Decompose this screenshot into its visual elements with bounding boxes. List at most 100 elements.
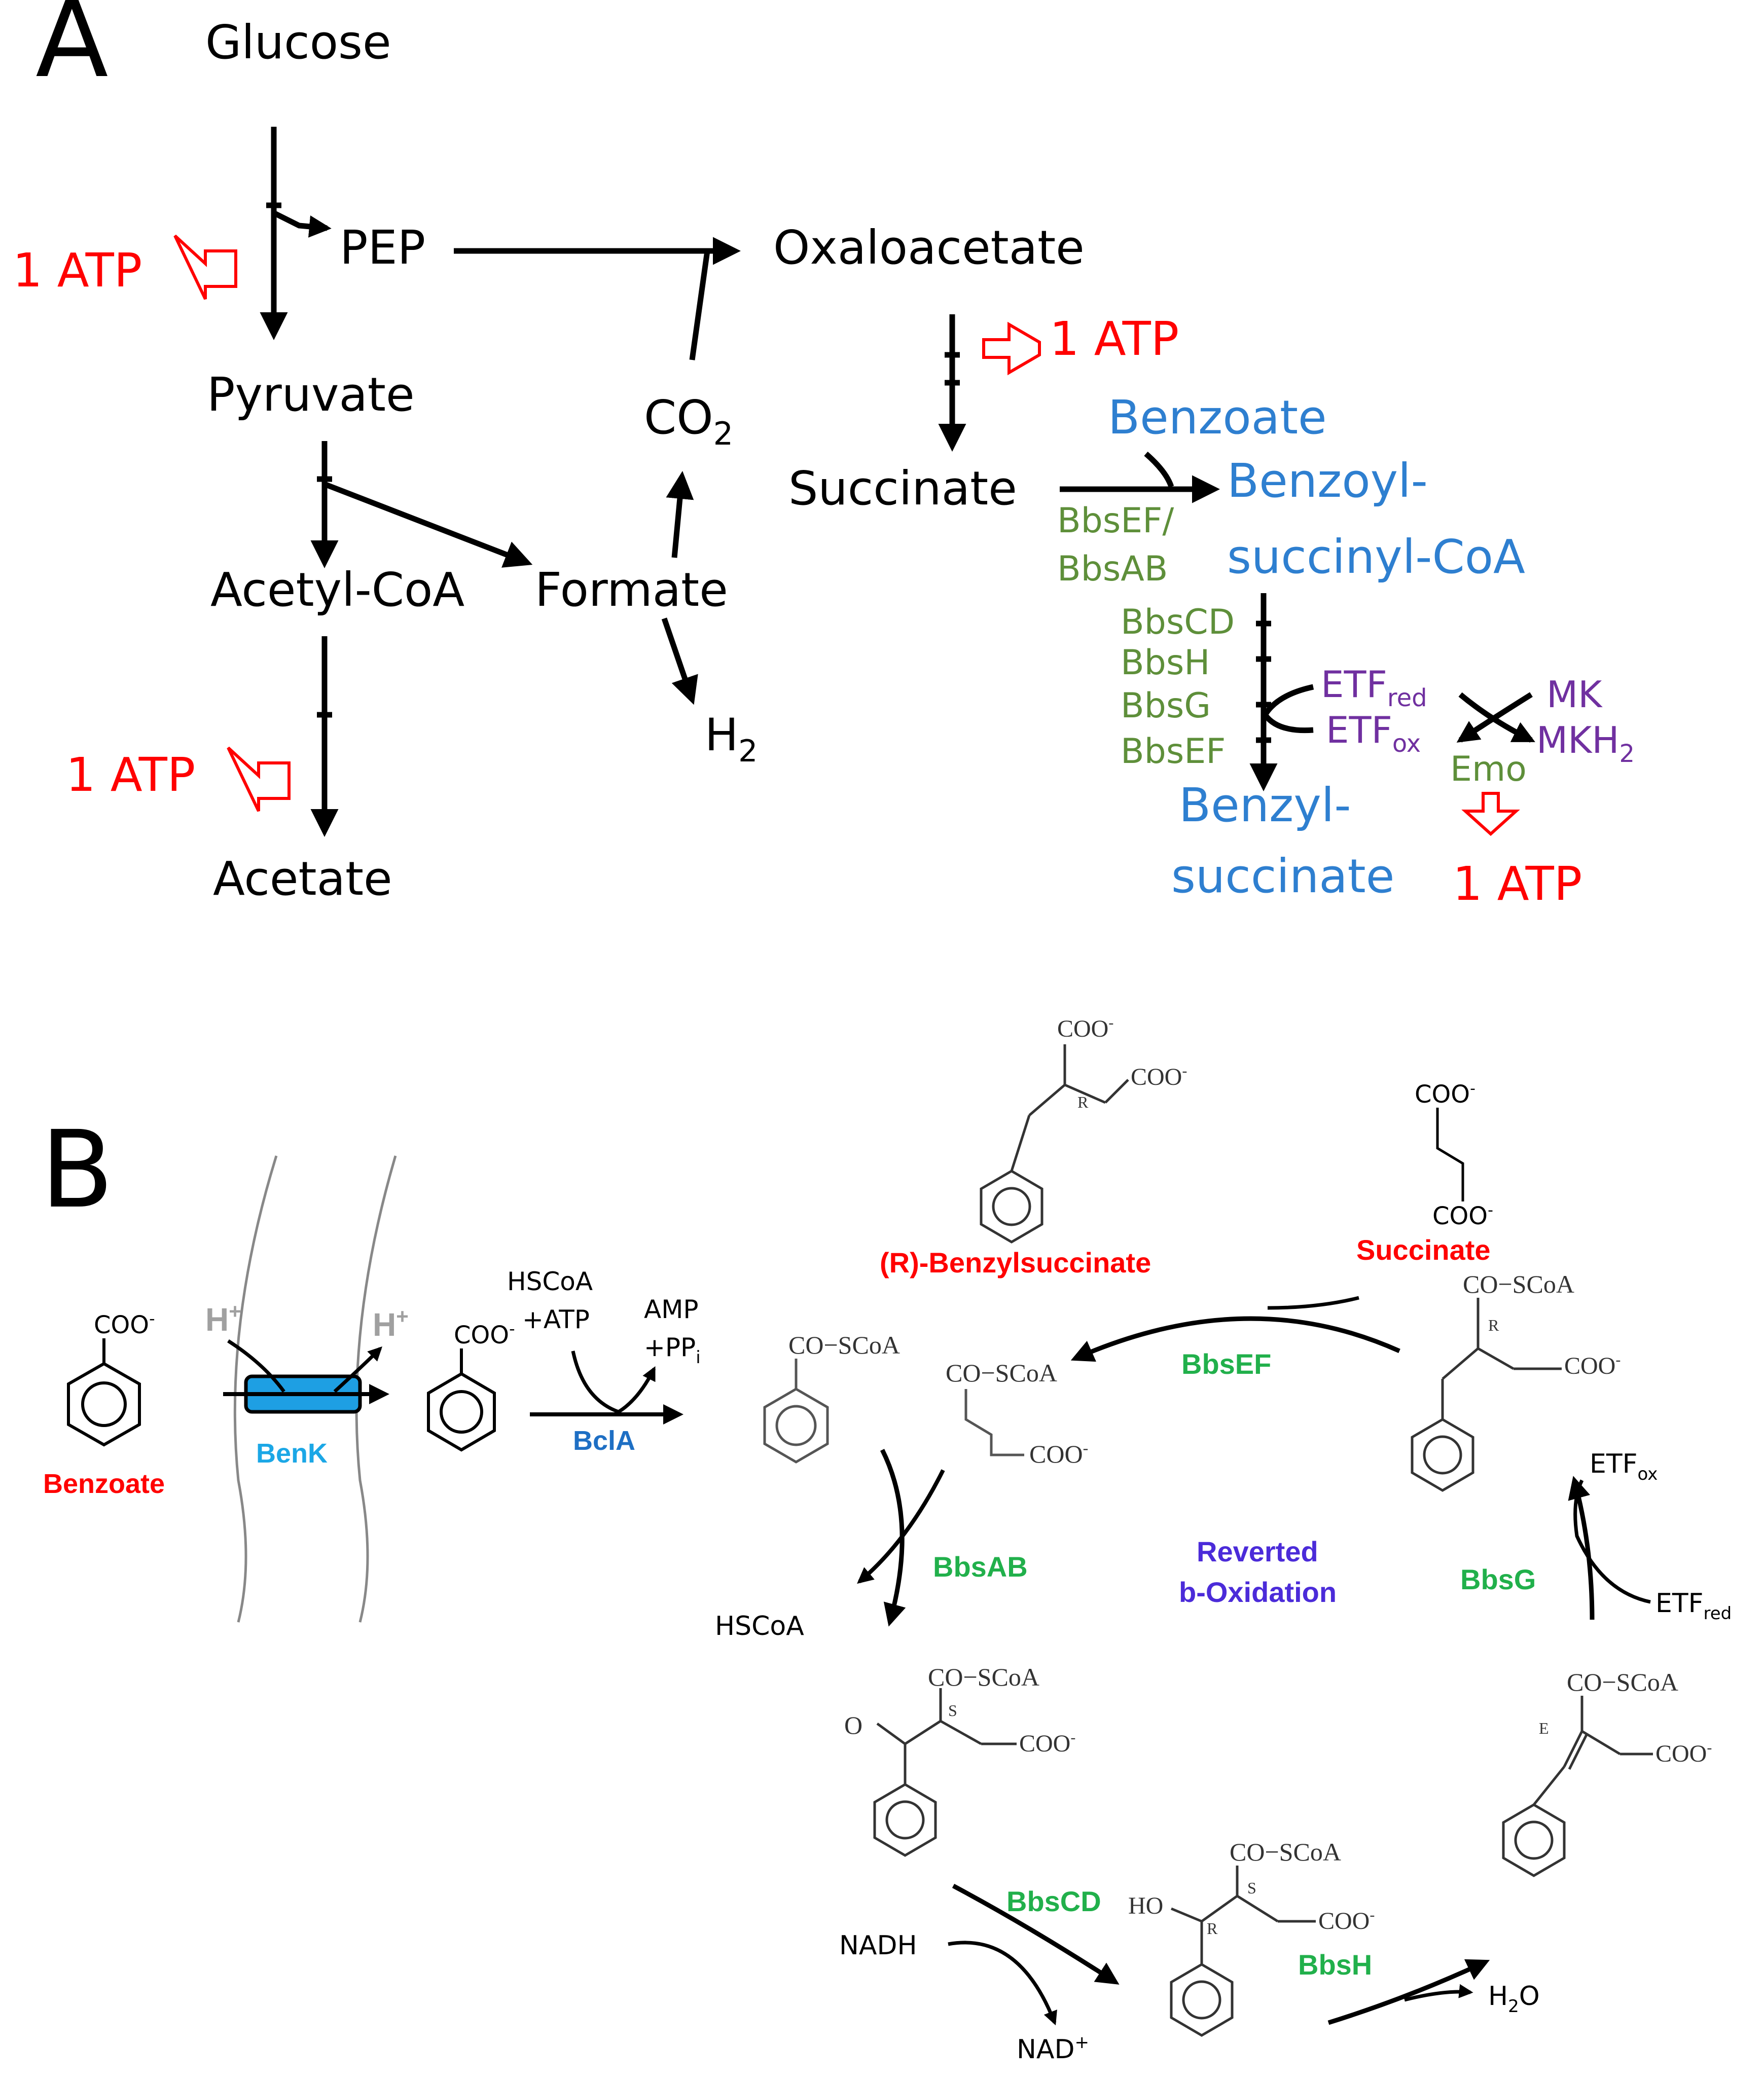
bbscd-nadh-curve (948, 1941, 1057, 2026)
benzoyl-coa-structure (763, 1359, 829, 1464)
benzoate-input-curve (1144, 451, 1174, 488)
oxaloacetate-label: Oxaloacetate (773, 221, 1085, 275)
bbsef-label: BbsEF (1181, 1348, 1271, 1380)
bbscd-label: BbsCD (1121, 602, 1235, 642)
benzoate-coo-label: COO- (94, 1309, 155, 1339)
benzoyl-succinyl-coa-label-line2: succinyl-CoA (1227, 530, 1525, 584)
succinate-label: Succinate (788, 461, 1017, 516)
reverted-label-line1: Reverted (1197, 1536, 1318, 1567)
benzoylsuccinyl-coa-structure (873, 1688, 1017, 1857)
succinate-structure (1436, 1108, 1464, 1201)
panel-a-arrows (260, 127, 1535, 837)
atp-acetate-label: 1 ATP (66, 748, 195, 802)
formate-to-co2-arrow (666, 471, 694, 558)
etf-ox-label-b: ETFox (1590, 1449, 1658, 1484)
benk-label: BenK (256, 1438, 328, 1469)
cell-membrane (233, 1155, 397, 1623)
etf-red-label-b: ETFred (1655, 1588, 1732, 1624)
benzoylsuccinyl-coa-s-label: S (948, 1701, 957, 1720)
acetate-label: Acetate (213, 852, 392, 906)
h-plus-outside-label: H+ (373, 1304, 409, 1343)
hscoa-atp-label-line1: HSCoA (507, 1267, 593, 1296)
phenylitaconyl-coa-e-label: E (1539, 1719, 1549, 1737)
bbsab-label: BbsAB (933, 1551, 1028, 1583)
pyruvate-label: Pyruvate (207, 368, 415, 422)
r-benzylsuccinate-label: (R)-Benzylsuccinate (880, 1247, 1151, 1279)
bbsh-label: BbsH (1298, 1949, 1372, 1981)
h2o-label: H2O (1488, 1981, 1540, 2017)
atp-glycolysis-label: 1 ATP (13, 243, 142, 298)
bbsh-water-curve (1404, 1984, 1473, 2002)
succinate-coo-bottom: COO- (1432, 1201, 1493, 1230)
amp-ppi-label-line1: AMP (644, 1295, 699, 1324)
bbsg-etf-curve (1573, 1479, 1651, 1604)
bbsef-label: BbsEF (1121, 732, 1226, 772)
etf-cycle-curve (1262, 684, 1314, 734)
h-plus-import-curve (227, 1339, 285, 1393)
formate-to-h2-arrow (661, 617, 698, 705)
glucose-label: Glucose (205, 15, 391, 69)
bbsef-succinate-curve (1267, 1296, 1359, 1310)
benzoate-internal-structure (427, 1348, 496, 1452)
succinate-name-label: Succinate (1356, 1234, 1491, 1266)
atp-oxaloacetate-arrow-icon (982, 321, 1041, 376)
bcla-cosubstrate-curve (571, 1350, 656, 1414)
benzoate-internal-coo-label: COO- (454, 1319, 515, 1349)
bbsh-main-arrow (1327, 1959, 1490, 2025)
acetyl-coa-label: Acetyl-CoA (210, 563, 464, 617)
h2-label: H2 (705, 709, 758, 769)
pep-label: PEP (340, 221, 425, 275)
panel-b-label: B (41, 1108, 114, 1232)
co2-to-carboxylation-line (689, 250, 710, 360)
bbscd-label: BbsCD (1006, 1885, 1101, 1917)
hydroxy-benzylsuccinyl-coa-structure (1170, 1866, 1316, 2037)
bbsab-hscoa-curve (857, 1469, 945, 1584)
glucose-to-pep-arrow (272, 210, 332, 238)
bbsef-reaction-arrow (1070, 1316, 1400, 1362)
reverted-label-line2: b-Oxidation (1179, 1576, 1337, 1608)
benzylsuccinate-r-label: R (1077, 1093, 1089, 1111)
succinate-coo-top: COO- (1415, 1080, 1475, 1109)
benzyl-succinate-label-line1: Benzyl- (1179, 778, 1351, 832)
hscoa-label: HSCoA (715, 1611, 804, 1641)
panel-b: B H+ H+ BenK COO- Benzoate COO- HSCoA (41, 1014, 1732, 2065)
mk-label: MK (1546, 673, 1603, 716)
bcla-label: BclA (573, 1426, 635, 1456)
benzyl-succinate-label-line2: succinate (1171, 849, 1394, 903)
hscoa-atp-label-line2: +ATP (522, 1305, 590, 1334)
pyruvate-to-formate-arrow (323, 481, 533, 568)
succinyl-coa-chain (964, 1389, 1024, 1456)
h-plus-inside-label: H+ (205, 1299, 241, 1338)
succinyl-coa-coo-label: COO- (1029, 1439, 1088, 1468)
hydroxy-s-label: S (1247, 1879, 1256, 1897)
mkh2-label: MKH2 (1536, 719, 1635, 768)
benzoylsuccinyl-coa-coo-label: COO- (1019, 1729, 1075, 1757)
hydroxy-r-label: R (1207, 1919, 1218, 1938)
h-plus-export-curve (333, 1346, 382, 1393)
hydroxy-ho-label: HO (1128, 1892, 1163, 1919)
benzylsuccinyl-coa-co-label: CO−SCoA (1463, 1270, 1574, 1298)
panel-a-ticks (266, 202, 1271, 743)
bbsab-main-arrow (880, 1448, 906, 1627)
benzoylsuccinyl-coa-o-label: O (844, 1711, 862, 1739)
co2-label: CO2 (644, 390, 733, 452)
atp-acetate-arrow-icon (227, 746, 291, 812)
phenylitaconyl-coa-structure (1502, 1696, 1653, 1877)
succinyl-coa-co-label: CO−SCoA (946, 1359, 1057, 1387)
bbsh-label: BbsH (1121, 643, 1210, 683)
etf-red-label: ETFred (1321, 663, 1427, 712)
amp-ppi-label-line2: +PPi (644, 1333, 701, 1368)
benzoylsuccinyl-coa-co-label: CO−SCoA (928, 1663, 1039, 1691)
bbsg-label: BbsG (1460, 1563, 1536, 1595)
benzylsuccinyl-coa-structure (1411, 1298, 1562, 1492)
benzylsuccinyl-coa-coo-label: COO- (1564, 1352, 1621, 1379)
atp-oxaloacetate-label: 1 ATP (1050, 312, 1179, 366)
r-benzylsuccinate-structure (980, 1044, 1129, 1244)
panel-a-atp-arrows (173, 234, 1520, 836)
benzoate-structure (67, 1338, 141, 1447)
atp-emo-label: 1 ATP (1453, 857, 1582, 911)
mkh2-to-etf-curve (1456, 692, 1533, 743)
panel-a-label: A (35, 0, 109, 101)
phenylitaconyl-coa-coo-label: COO- (1655, 1739, 1712, 1767)
